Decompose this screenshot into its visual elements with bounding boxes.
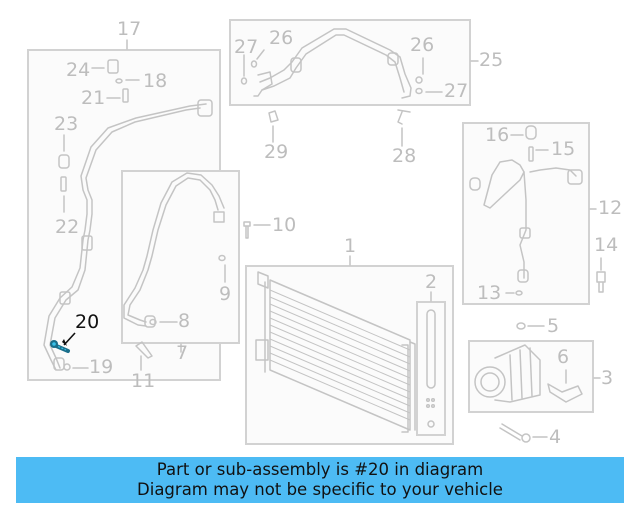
label-part-20[interactable]: 20: [75, 311, 100, 333]
parts-diagram: 17 24 18 21 23 22 20 19 8 7 9 10 11 27 2…: [27, 18, 623, 448]
info-banner: Part or sub-assembly is #20 in diagram D…: [16, 457, 624, 503]
label-part-23: 23: [54, 113, 79, 135]
label-part-24: 24: [66, 59, 91, 81]
label-part-12: 12: [598, 197, 623, 219]
label-part-25: 25: [479, 49, 504, 71]
label-part-16: 16: [485, 124, 510, 146]
label-part-18: 18: [143, 70, 168, 92]
label-part-29: 29: [264, 141, 289, 163]
label-part-28: 28: [392, 145, 417, 167]
label-part-7: 7: [176, 342, 189, 364]
label-part-3: 3: [601, 367, 614, 389]
label-part-5: 5: [547, 315, 560, 337]
label-part-1: 1: [344, 235, 357, 257]
label-part-13: 13: [477, 282, 502, 304]
label-part-11: 11: [131, 370, 156, 392]
label-part-19: 19: [89, 356, 114, 378]
banner-line-part-number: Part or sub-assembly is #20 in diagram: [156, 460, 484, 479]
label-part-15: 15: [551, 138, 576, 160]
label-part-27-left: 27: [234, 36, 259, 58]
label-part-2: 2: [425, 271, 438, 293]
parts-artwork: [43, 28, 606, 443]
label-part-14: 14: [594, 234, 619, 256]
label-part-22: 22: [55, 216, 80, 238]
label-part-4: 4: [549, 426, 562, 448]
label-part-27-right: 27: [444, 80, 469, 102]
label-part-26-left: 26: [269, 27, 294, 49]
label-part-10: 10: [272, 214, 297, 236]
label-part-8: 8: [178, 310, 191, 332]
banner-line-disclaimer: Diagram may not be specific to your vehi…: [137, 480, 503, 499]
highlighted-part-20[interactable]: [50, 332, 76, 353]
label-part-9: 9: [219, 283, 232, 305]
group-box-2: [416, 301, 446, 436]
label-part-21: 21: [81, 87, 106, 109]
label-part-6: 6: [557, 346, 570, 368]
label-part-17: 17: [117, 18, 142, 40]
label-part-26-right: 26: [410, 34, 435, 56]
